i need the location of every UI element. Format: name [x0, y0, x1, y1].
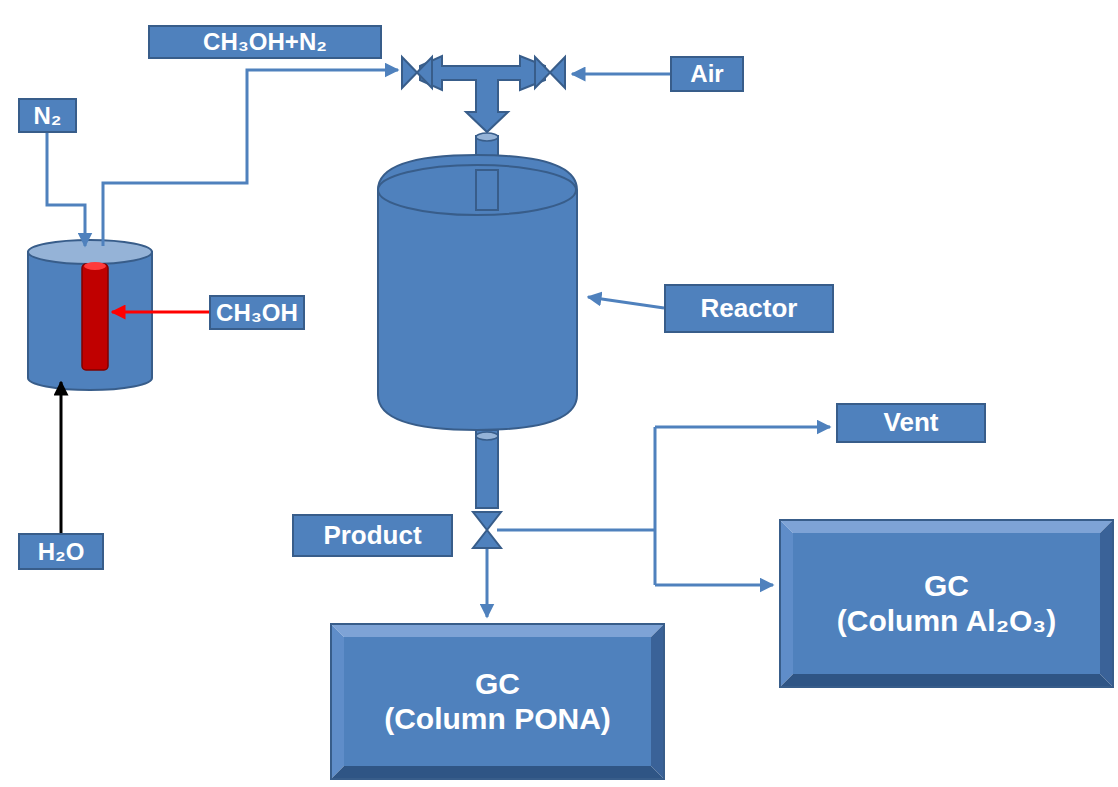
product-valve	[473, 512, 501, 548]
product-line	[497, 427, 655, 585]
label-box: Vent	[836, 403, 986, 443]
gas-line	[47, 133, 85, 246]
sample-line	[486, 548, 489, 617]
leader-arrow	[588, 297, 664, 308]
instrument-box: GC(Column PONA)	[330, 623, 665, 780]
label-box: CH₃OH	[209, 295, 305, 330]
reactor-vessel	[378, 133, 577, 508]
saturator-vessel	[28, 240, 152, 390]
label-box: H₂O	[18, 533, 104, 570]
label-box: Air	[670, 56, 744, 92]
label-box: Product	[292, 514, 453, 557]
label-box: CH₃OH+N₂	[148, 25, 382, 59]
box-label: (Column PONA)	[384, 702, 611, 737]
box-label: Air	[690, 60, 723, 88]
box-label: GC	[924, 569, 969, 604]
box-label: GC	[475, 667, 520, 702]
methanol-arrow	[112, 311, 213, 314]
water-arrow	[60, 382, 63, 533]
box-label: (Column Al₂O₃)	[837, 604, 1056, 639]
gas-line	[103, 70, 398, 246]
box-label: CH₃OH+N₂	[203, 28, 327, 56]
box-label: Product	[323, 521, 421, 551]
label-box: N₂	[18, 98, 77, 133]
box-label: Reactor	[701, 294, 798, 324]
inlet-valves	[402, 56, 565, 132]
vent-line	[655, 426, 830, 429]
box-label: Vent	[884, 408, 939, 438]
air-line	[572, 73, 670, 76]
instrument-box: GC(Column Al₂O₃)	[779, 519, 1114, 688]
box-label: N₂	[34, 102, 62, 130]
box-label: CH₃OH	[216, 299, 298, 327]
box-label: H₂O	[38, 538, 85, 566]
sample-line	[655, 584, 773, 587]
label-box: Reactor	[664, 284, 834, 333]
